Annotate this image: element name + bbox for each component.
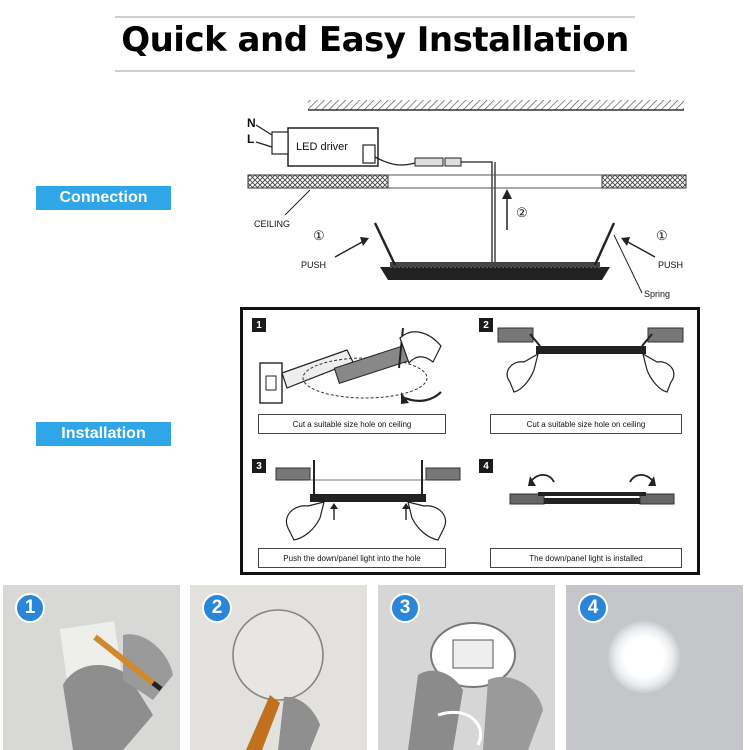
spring-left — [373, 222, 397, 266]
marker-up: ② — [516, 205, 528, 220]
push-right-label: PUSH — [658, 260, 684, 270]
step-3-illustration — [275, 460, 461, 541]
neutral-label: N — [247, 116, 256, 130]
photo-3: 3 — [378, 585, 555, 750]
step-1-badge: 1 — [252, 318, 266, 332]
step-3-caption: Push the down/panel light into the hole — [258, 548, 446, 568]
inserting-light-photo — [378, 585, 555, 750]
photo-4: 4 — [566, 585, 743, 750]
spring-right — [593, 222, 616, 266]
push-left-label: PUSH — [301, 260, 327, 270]
step-4-badge: 4 — [479, 459, 493, 473]
photo-3-number: 3 — [390, 593, 420, 623]
photo-1-number: 1 — [15, 593, 45, 623]
step-2-caption: Cut a suitable size hole on ceiling — [490, 414, 682, 434]
step-2-illustration — [497, 327, 684, 393]
step-4-caption: The down/panel light is installed — [490, 548, 682, 568]
photo-4-number: 4 — [578, 593, 608, 623]
cutting-hole-photo — [190, 585, 367, 750]
connection-diagram — [247, 100, 687, 294]
step-4-illustration — [509, 474, 675, 505]
step-3-badge: 3 — [252, 459, 266, 473]
title-banner: Quick and Easy Installation — [115, 12, 635, 74]
photo-2-number: 2 — [202, 593, 232, 623]
photo-1: 1 — [3, 585, 180, 750]
step-2-badge: 2 — [479, 318, 493, 332]
marker-right: ① — [656, 228, 668, 243]
title-top-rule — [115, 16, 635, 18]
live-label: L — [247, 132, 255, 146]
spring-label: Spring — [644, 289, 671, 299]
installation-steps-frame — [240, 307, 700, 575]
installation-label: Installation — [36, 422, 171, 446]
marker-left: ① — [313, 228, 325, 243]
step-1-caption: Cut a suitable size hole on ceiling — [258, 414, 446, 434]
top-slab — [308, 100, 684, 110]
title-bottom-rule — [115, 70, 635, 72]
ceiling-label: CEILING — [254, 219, 291, 229]
ceiling-left — [247, 174, 389, 189]
pencil-marking-photo — [3, 585, 180, 750]
panel-light — [380, 267, 610, 280]
connector — [414, 157, 444, 167]
ceiling-right — [601, 174, 687, 189]
connection-label: Connection — [36, 186, 171, 210]
led-driver-label: LED driver — [296, 141, 348, 153]
installed-light-photo — [566, 585, 743, 750]
photo-2: 2 — [190, 585, 367, 750]
step-1-illustration — [259, 327, 442, 404]
page-title: Quick and Easy Installation — [121, 20, 629, 60]
